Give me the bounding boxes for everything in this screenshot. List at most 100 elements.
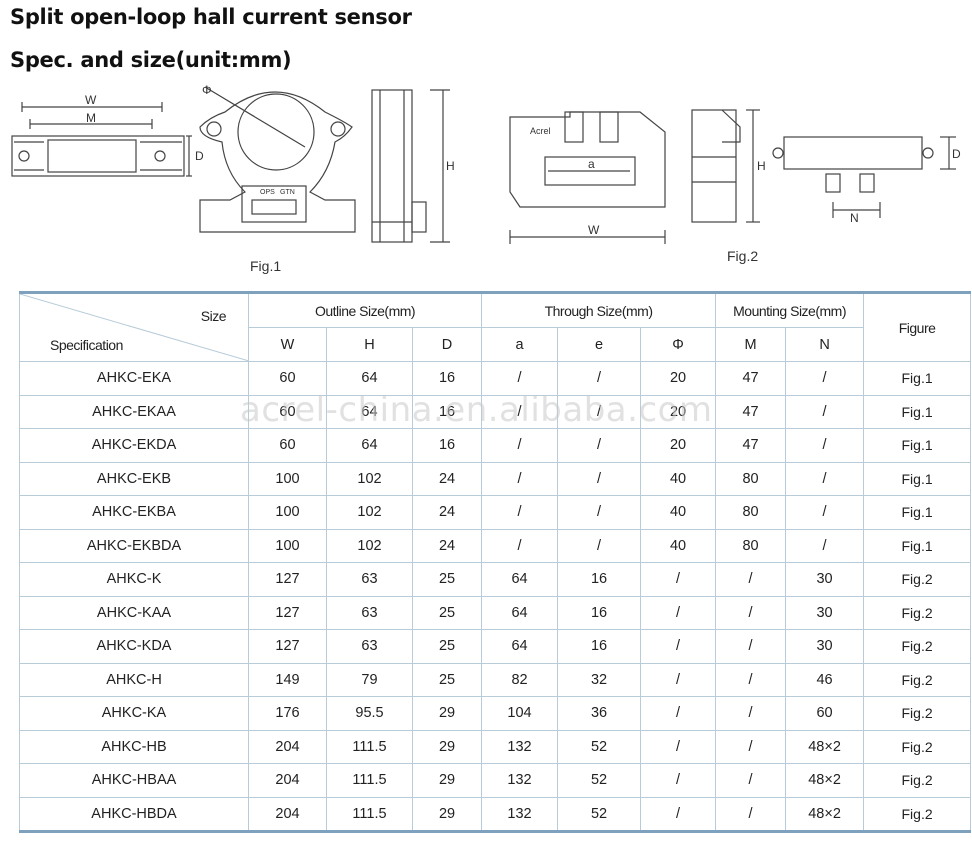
table-cell: 60: [785, 696, 865, 731]
table-cell: 111.5: [326, 729, 413, 764]
corner-size-label: Size: [200, 308, 227, 324]
subheader-e: e: [557, 327, 642, 362]
table-cell: 176: [248, 696, 327, 731]
figure-cell: Fig.1: [863, 495, 972, 530]
table-cell: 40: [640, 461, 717, 496]
table-cell: 100: [248, 461, 327, 496]
spec-model-cell: AHKC-HB: [19, 729, 249, 764]
dim-label-d: D: [195, 149, 204, 163]
subheader-d: D: [411, 327, 483, 362]
group-header-outline: Outline Size(mm): [247, 292, 483, 328]
spec-model-cell: AHKC-EKB: [19, 461, 249, 496]
figure-cell: Fig.1: [863, 428, 972, 463]
corner-header-cell: Size Specification: [19, 292, 249, 362]
table-cell: /: [640, 595, 717, 630]
table-cell: /: [481, 361, 559, 396]
table-cell: /: [640, 629, 717, 664]
table-cell: 102: [326, 461, 413, 496]
table-cell: 64: [326, 428, 413, 463]
dim-label-h: H: [446, 159, 455, 173]
table-cell: 32: [557, 662, 642, 697]
table-cell: /: [557, 361, 642, 396]
table-cell: 25: [411, 595, 483, 630]
table-cell: 46: [785, 662, 865, 697]
table-cell: 36: [557, 696, 642, 731]
table-cell: /: [715, 595, 787, 630]
table-cell: 100: [248, 495, 327, 530]
table-cell: 24: [411, 495, 483, 530]
table-cell: 204: [248, 796, 327, 832]
dim-label-m: M: [86, 111, 96, 125]
table-cell: /: [481, 394, 559, 429]
table-cell: /: [640, 696, 717, 731]
table-cell: 95.5: [326, 696, 413, 731]
figure-cell: Fig.2: [863, 562, 972, 597]
table-cell: /: [785, 495, 865, 530]
table-cell: /: [481, 428, 559, 463]
fig2-caption: Fig.2: [727, 248, 759, 264]
table-cell: 52: [557, 763, 642, 798]
spec-model-cell: AHKC-KAA: [19, 595, 249, 630]
table-cell: 48×2: [785, 796, 865, 832]
gtn-label: GTN: [280, 189, 295, 196]
table-cell: /: [481, 528, 559, 563]
fig1-top-view: [11, 102, 192, 177]
spec-model-cell: AHKC-EKAA: [19, 394, 249, 429]
fig2-side-view: [691, 109, 760, 223]
table-cell: /: [715, 562, 787, 597]
table-cell: /: [557, 394, 642, 429]
table-cell: /: [715, 629, 787, 664]
table-cell: 29: [411, 696, 483, 731]
table-cell: /: [557, 428, 642, 463]
table-cell: /: [640, 796, 717, 832]
table-cell: 30: [785, 595, 865, 630]
table-cell: /: [557, 461, 642, 496]
table-cell: 47: [715, 361, 787, 396]
spec-model-cell: AHKC-EKBDA: [19, 528, 249, 563]
table-cell: 127: [248, 562, 327, 597]
subheader-a: a: [481, 327, 559, 362]
table-cell: 149: [248, 662, 327, 697]
table-cell: 16: [557, 629, 642, 664]
table-cell: /: [481, 495, 559, 530]
figure-cell: Fig.1: [863, 528, 972, 563]
table-cell: /: [640, 562, 717, 597]
spec-table: Size Specification Outline Size(mm) Thro…: [19, 291, 972, 833]
page-subtitle: Spec. and size(unit:mm): [10, 48, 292, 72]
table-cell: 102: [326, 528, 413, 563]
table-cell: 47: [715, 394, 787, 429]
table-cell: 63: [326, 595, 413, 630]
fig1-front-view: [199, 86, 356, 233]
table-cell: /: [557, 528, 642, 563]
table-cell: 204: [248, 729, 327, 764]
table-cell: 20: [640, 428, 717, 463]
figure-cell: Fig.1: [863, 394, 972, 429]
table-cell: 29: [411, 796, 483, 832]
table-cell: /: [715, 696, 787, 731]
table-cell: 80: [715, 528, 787, 563]
dim-label-h2: H: [757, 159, 766, 173]
figure-cell: Fig.2: [863, 796, 972, 832]
table-cell: 16: [557, 562, 642, 597]
subheader-phi: Φ: [640, 327, 717, 362]
table-cell: /: [715, 763, 787, 798]
table-cell: 102: [326, 495, 413, 530]
dim-label-w: W: [85, 93, 97, 107]
table-cell: 25: [411, 629, 483, 664]
group-header-mounting: Mounting Size(mm): [715, 292, 865, 328]
table-cell: 63: [326, 629, 413, 664]
fig1-caption: Fig.1: [250, 258, 282, 274]
table-cell: 64: [481, 629, 559, 664]
table-cell: 100: [248, 528, 327, 563]
table-cell: 132: [481, 729, 559, 764]
table-cell: 30: [785, 629, 865, 664]
figure-header: Figure: [863, 292, 972, 362]
table-cell: 40: [640, 528, 717, 563]
